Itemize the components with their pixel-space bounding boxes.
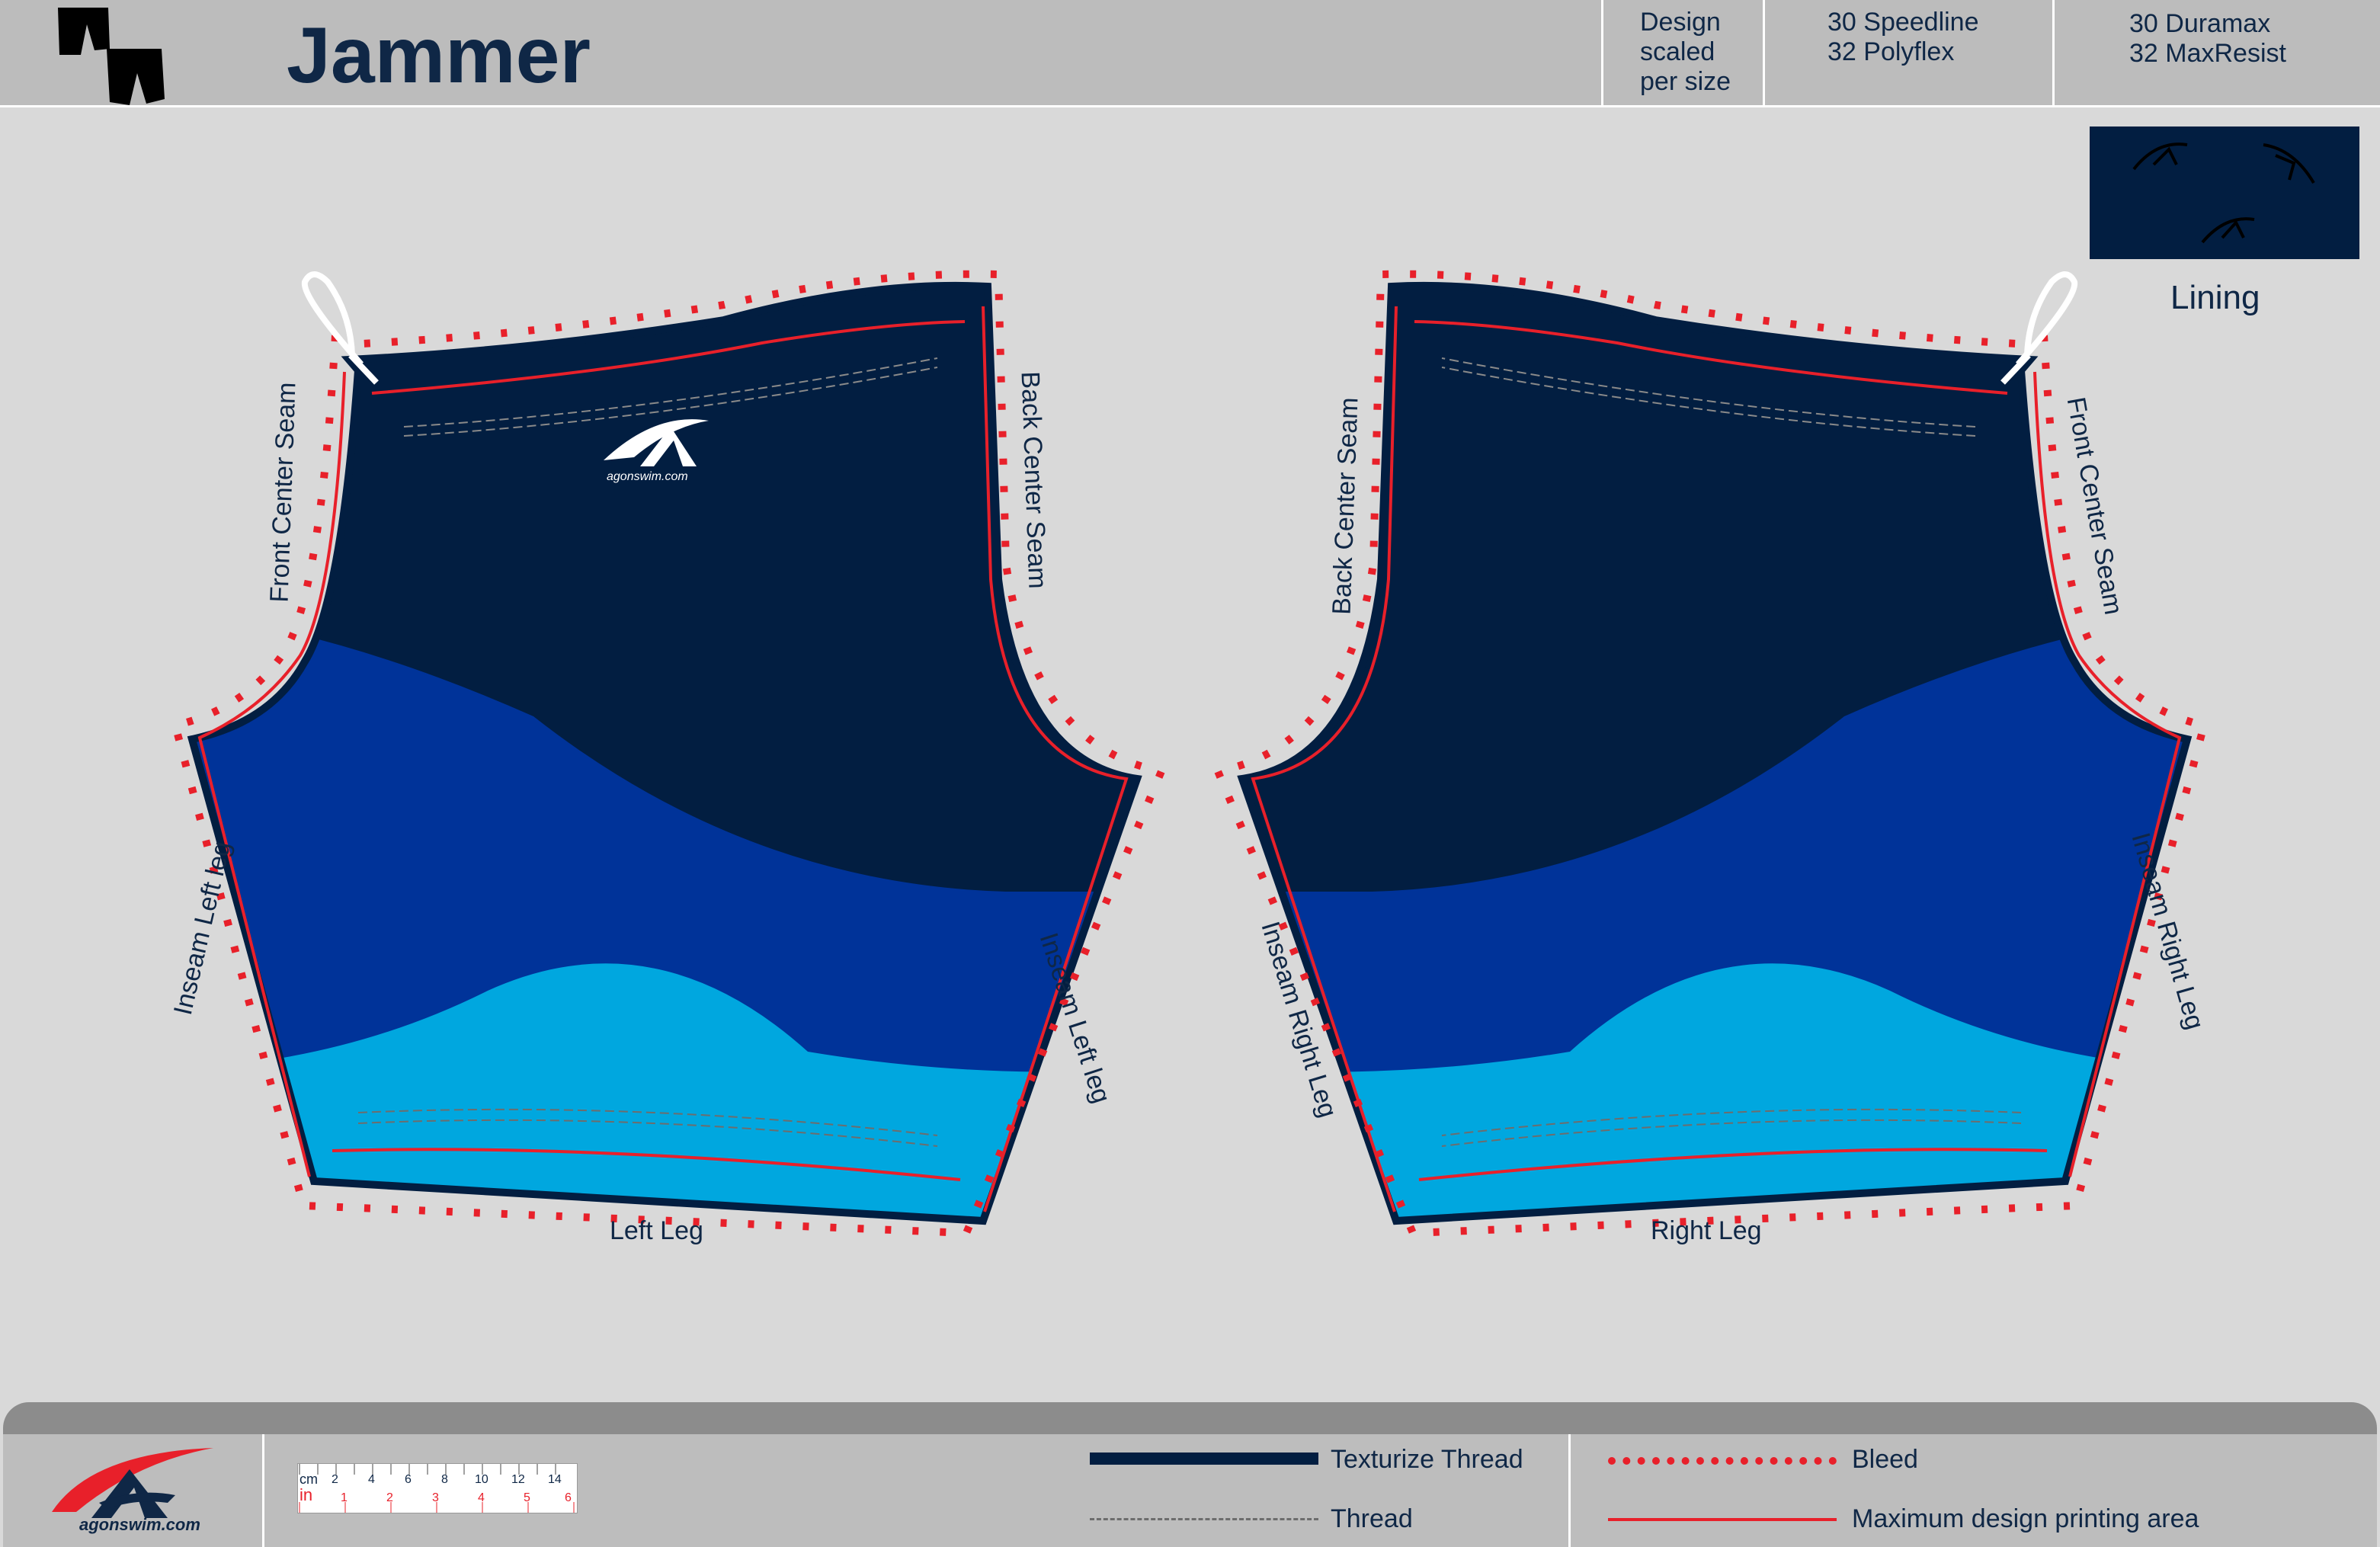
fabric-b-cell: 30 Duramax 32 MaxResist — [2052, 0, 2380, 105]
jammer-garment-icon — [58, 8, 165, 105]
page-title: Jammer — [287, 11, 591, 100]
scale-ruler: cm 2 4 6 8 10 12 14 in 1 2 3 4 5 6 — [297, 1463, 578, 1513]
right-texturize-outline — [1237, 281, 2193, 1225]
left-thread-bottom — [357, 1108, 938, 1147]
ruler-in-tick-1: 1 — [341, 1491, 348, 1504]
right-thread-top — [1441, 357, 1976, 437]
pattern-canvas: agonswim.com — [170, 127, 2359, 1238]
right-leg-piece — [1212, 270, 2209, 1238]
ruler-in-tick-6: 6 — [565, 1491, 572, 1504]
left-thread-top — [403, 357, 938, 437]
legend-bleed-swatch — [1608, 1457, 1837, 1465]
lining-swatch — [2090, 127, 2359, 259]
ruler-in-tick-2: 2 — [386, 1491, 393, 1504]
design-note-line-3: per size — [1640, 67, 1731, 96]
ruler-cm-tick-14: 14 — [548, 1473, 562, 1486]
ruler-cm-tick-12: 12 — [511, 1473, 525, 1486]
left-leg-piece: agonswim.com — [170, 270, 1168, 1238]
legend-thread-label: Thread — [1331, 1504, 1413, 1533]
fabric-b-line-2: 32 MaxResist — [2129, 39, 2286, 68]
ruler-in-tick-3: 3 — [432, 1491, 439, 1504]
ruler-cm-tick-8: 8 — [441, 1473, 448, 1486]
fabric-a-line-1: 30 Speedline — [1827, 8, 1979, 37]
right-max-print-area — [1251, 306, 2182, 1212]
ruler-cm-tick-10: 10 — [475, 1473, 488, 1486]
ruler-in-unit: in — [300, 1485, 313, 1504]
agon-brand-logo — [52, 1448, 213, 1518]
ruler-in-tick-4: 4 — [478, 1491, 485, 1504]
header-bar: Jammer Design scaled per size 30 Speedli… — [0, 0, 2380, 107]
left-hanger-loop-icon — [301, 271, 379, 385]
ruler-in-tick-5: 5 — [524, 1491, 530, 1504]
ruler-cm-tick-6: 6 — [405, 1473, 412, 1486]
design-note-cell: Design scaled per size — [1601, 0, 1765, 105]
legend-bleed-label: Bleed — [1852, 1445, 1918, 1474]
right-hanger-loop-icon — [2000, 271, 2078, 385]
design-note-line-2: scaled — [1640, 37, 1715, 66]
fabric-a-cell: 30 Speedline 32 Polyflex — [1763, 0, 2055, 105]
fabric-b-line-1: 30 Duramax — [2129, 9, 2271, 38]
right-thread-bottom — [1441, 1108, 2022, 1147]
design-note-line-1: Design — [1640, 8, 1721, 37]
lining-label: Lining — [2170, 279, 2260, 316]
left-leg-title: Left Leg — [610, 1216, 703, 1245]
ruler-cm-unit: cm — [300, 1472, 318, 1487]
left-max-print-area — [197, 306, 1129, 1212]
right-leg-title: Right Leg — [1651, 1216, 1762, 1245]
legend-texturize-label: Texturize Thread — [1331, 1445, 1523, 1474]
footer-brand-text: agonswim.com — [79, 1515, 200, 1534]
ruler-cm-tick-2: 2 — [332, 1473, 338, 1486]
legend-max-print-swatch — [1608, 1518, 1837, 1521]
legend-thread-swatch — [1090, 1518, 1318, 1520]
lining-logo-icons — [2132, 143, 2315, 244]
fabric-a-line-2: 32 Polyflex — [1827, 37, 1955, 66]
left-logo-text: agonswim.com — [607, 470, 688, 483]
legend-max-print-label: Maximum design printing area — [1852, 1504, 2199, 1533]
left-texturize-outline — [187, 281, 1142, 1225]
left-agon-logo: agonswim.com — [604, 419, 709, 483]
ruler-cm-tick-4: 4 — [368, 1473, 375, 1486]
legend-texturize-swatch — [1090, 1453, 1318, 1465]
